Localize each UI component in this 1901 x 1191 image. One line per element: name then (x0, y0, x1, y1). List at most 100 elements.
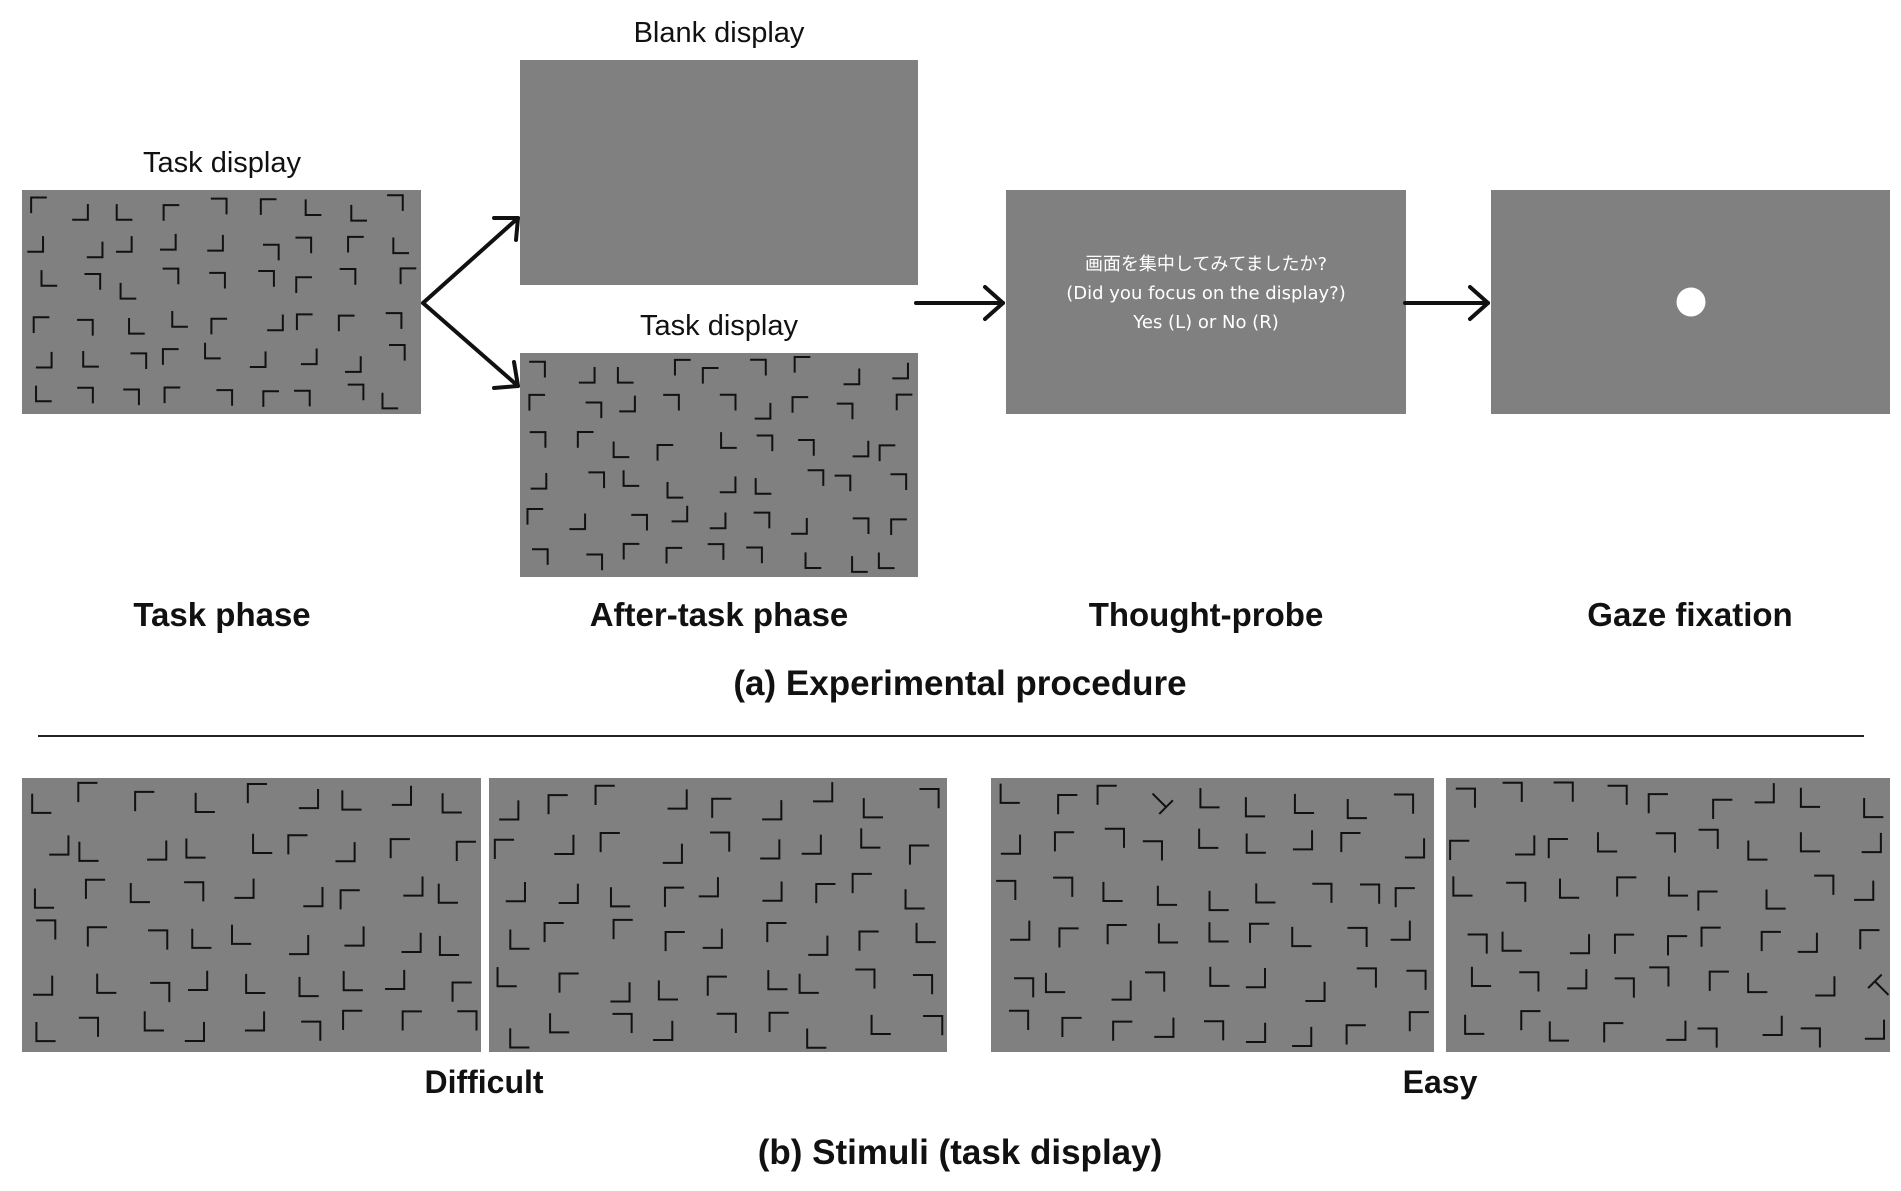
stimulus-l-shape (673, 358, 691, 376)
stimulus-l-shape (791, 518, 808, 535)
stimulus-l-shape (129, 882, 150, 904)
stimulus-l-shape (702, 928, 723, 949)
stimulus-l-shape (666, 481, 684, 499)
stimulus-l-shape (806, 1028, 827, 1049)
stimulus-l-shape (586, 553, 604, 571)
stimulus-l-shape (1208, 890, 1229, 912)
stimulus-l-shape (622, 542, 640, 560)
stimulus-l-shape (852, 440, 870, 458)
stimulus-l-shape (1616, 876, 1637, 897)
stimulus-l-shape (612, 918, 633, 940)
stimulus-l-shape (1553, 781, 1574, 802)
stimulus-l-shape (569, 513, 587, 531)
stimulus-l-shape (663, 886, 685, 907)
stimulus-l-shape (851, 556, 868, 573)
branch-arrow-down (421, 301, 520, 388)
stimulus-l-shape (1649, 966, 1670, 987)
stimulus-l-shape (996, 879, 1017, 901)
stimulus-l-shape (194, 792, 215, 813)
stimulus-l-shape (657, 980, 679, 1001)
stimulus-l-shape (843, 368, 861, 386)
stimulus-array (526, 355, 913, 573)
stimulus-l-shape (339, 268, 357, 285)
stimulus-array (27, 194, 417, 410)
stimulus-l-shape (701, 366, 719, 384)
after-task-display-panel (520, 353, 918, 577)
stimulus-l-shape (115, 236, 133, 253)
stimulus-l-shape (496, 967, 517, 988)
stimulus-l-shape (768, 1011, 789, 1032)
stimulus-l-shape (915, 922, 936, 944)
stimulus-l-shape (631, 513, 648, 531)
stimulus-l-shape (750, 358, 767, 376)
stimulus-l-shape (33, 975, 54, 996)
stimulus-l-shape (698, 877, 719, 898)
stimulus-l-shape (860, 828, 881, 849)
stimulus-l-shape (1515, 835, 1536, 856)
stimulus-l-shape (437, 883, 458, 904)
stimulus-l-shape (529, 431, 547, 448)
stimulus-l-shape (1814, 874, 1835, 895)
stimulus-target (1151, 792, 1174, 815)
stimulus-l-shape (1291, 926, 1312, 948)
stimulus-l-shape (609, 887, 631, 908)
easy-label: Easy (1402, 1064, 1478, 1100)
stimulus-l-shape (77, 386, 94, 404)
stimulus-l-shape (84, 878, 106, 899)
stimulus-l-shape (86, 241, 104, 259)
stimulus-l-shape (558, 883, 579, 904)
stimulus-l-shape (1255, 883, 1276, 904)
stimulus-l-shape (35, 385, 52, 403)
stimulus-l-shape (1559, 878, 1580, 899)
stimulus-l-shape (304, 199, 322, 217)
stimulus-l-shape (804, 552, 822, 570)
stimulus-l-shape (1452, 876, 1473, 897)
stimulus-l-shape (664, 930, 685, 952)
stimulus-l-shape (1393, 793, 1415, 814)
stimulus-l-shape (1244, 797, 1266, 818)
stimulus-l-shape (656, 443, 674, 461)
stimulus-l-shape (298, 788, 320, 810)
stimulus-l-shape (892, 362, 909, 380)
stimulus-l-shape (115, 204, 133, 221)
stimulus-l-shape (499, 800, 520, 821)
stimulus-l-shape (78, 841, 99, 862)
stimulus-l-shape (438, 935, 460, 957)
blank-display-label: Blank display (633, 17, 805, 49)
stimulus-l-shape (1053, 831, 1075, 852)
stimulus-l-shape (123, 388, 140, 406)
stimulus-l-shape (610, 982, 631, 1003)
stimulus-l-shape (385, 312, 403, 329)
stimulus-l-shape (1356, 967, 1377, 988)
stimulus-l-shape (719, 476, 737, 494)
stimulus-l-shape (760, 839, 781, 860)
stimulus-l-shape (31, 793, 52, 814)
stimulus-l-shape (1154, 1017, 1175, 1038)
stimulus-l-shape (1547, 838, 1568, 859)
stimulus-l-shape (30, 196, 47, 214)
stimulus-l-shape (77, 781, 98, 803)
stimulus-l-shape (815, 883, 836, 904)
stimulus-l-shape (161, 348, 179, 365)
stimulus-l-shape (258, 270, 275, 287)
stimulus-l-shape (77, 318, 94, 336)
stimulus-l-shape (1567, 969, 1588, 990)
stimulus-l-shape (287, 834, 308, 855)
stimulus-l-shape (753, 511, 771, 529)
stimulus-l-shape (923, 1015, 944, 1036)
stimulus-l-shape (1747, 972, 1768, 994)
stimulus-l-shape (1198, 828, 1219, 849)
stimulus-l-shape (345, 356, 362, 373)
stimulus-l-shape (1008, 1009, 1030, 1030)
stimulus-l-shape (1765, 889, 1786, 910)
stimulus-l-shape (1014, 977, 1035, 998)
stimulus-l-shape (451, 981, 472, 1002)
stimulus-l-shape (862, 798, 883, 819)
stimulus-l-shape (754, 402, 772, 420)
stimulus-l-shape (807, 469, 825, 486)
stimulus-l-shape (1449, 839, 1470, 860)
stimulus-l-shape (1655, 832, 1676, 853)
stimulus-l-shape (163, 386, 181, 404)
arrow-to-fixation-head (1468, 285, 1490, 321)
stimulus-l-shape (1799, 832, 1821, 853)
